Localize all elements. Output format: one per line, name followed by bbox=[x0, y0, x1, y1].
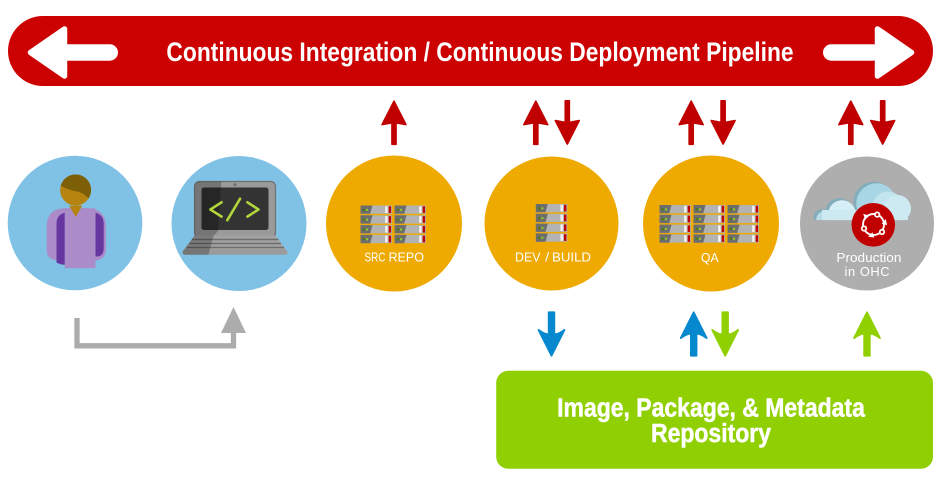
svg-text:in OHC: in OHC bbox=[845, 264, 891, 279]
svg-text:Image, Package, & Metadata: Image, Package, & Metadata bbox=[557, 394, 865, 422]
svg-text:Continuous Integration / Conti: Continuous Integration / Continuous Depl… bbox=[166, 37, 793, 67]
svg-text:Production: Production bbox=[836, 250, 901, 265]
svg-text:/: / bbox=[545, 250, 549, 265]
svg-text:Repository: Repository bbox=[651, 420, 771, 448]
svg-text:BUILD: BUILD bbox=[552, 250, 591, 265]
svg-text:DEV: DEV bbox=[515, 250, 541, 265]
svg-text:REPO: REPO bbox=[389, 250, 425, 265]
svg-text:SRC: SRC bbox=[365, 250, 386, 265]
svg-text:QA: QA bbox=[701, 250, 719, 265]
